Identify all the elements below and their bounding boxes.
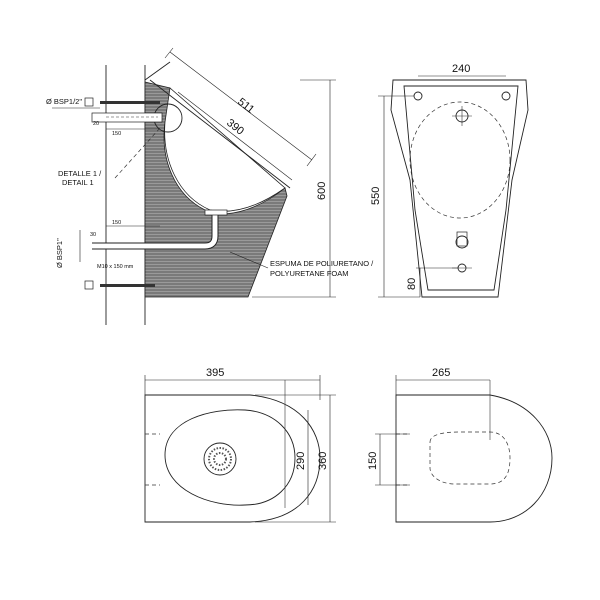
dim-511-label: 511 [235,96,256,116]
dim-30-label: 30 [90,232,96,238]
top-bowl-rim [164,409,296,506]
supply-pipe [91,112,163,123]
dim-360-label: 360 [317,452,329,470]
dim-395-label: 395 [206,367,224,379]
dim-20-label: 20 [93,121,99,127]
dim-265-label: 265 [432,367,450,379]
waste-outlet-icon [455,235,469,249]
rear-hidden-bowl [429,431,511,485]
bolt-bottom [100,284,155,287]
wall-bolts [84,97,160,290]
bsp-one-label: Ø BSP1" [55,238,64,268]
rim-line [144,61,171,81]
dim-150-label: 150 [367,452,379,470]
front-bowl-hidden [409,101,511,219]
dim-390-label: 390 [224,117,246,138]
rear-outline [395,394,553,523]
side-section-view: 511 390 600 150 20 150 30 Ø BSP1/2" Ø BS… [46,47,374,325]
front-outline [390,79,529,298]
drain-grid-icon [203,442,237,476]
dim-line-511 [169,51,313,161]
dim-600-label: 600 [316,182,328,200]
dim-290-label: 290 [295,452,307,470]
dim-150-upper-label: 150 [112,131,121,137]
dim-150-lower-label: 150 [112,220,121,226]
front-edge-line [149,79,291,189]
bolt-label: M10 x 150 mm [97,264,134,270]
dim-240-label: 240 [452,63,470,75]
detail-en-label: DETAIL 1 [62,178,94,187]
front-inner-outline [403,85,519,291]
bsp-half-label: Ø BSP1/2" [46,97,82,106]
fixing-hole-left [413,91,423,101]
front-view: 240 550 80 [370,63,529,298]
waste-flange [204,209,228,216]
foam-es-label: ESPUMA DE POLIURETANO / [270,259,374,268]
dim-550-label: 550 [370,187,382,205]
dim-80-label: 80 [406,278,418,290]
foam-en-label: POLYURETANE FOAM [270,269,348,278]
detail-es-label: DETALLE 1 / [58,169,102,178]
dim-line-390 [177,91,293,181]
fixing-hole-right [501,91,511,101]
rear-view: 265 150 [367,367,553,523]
top-outline [144,394,321,523]
top-view: 395 290 360 [144,367,336,523]
bolt-top [100,101,160,104]
